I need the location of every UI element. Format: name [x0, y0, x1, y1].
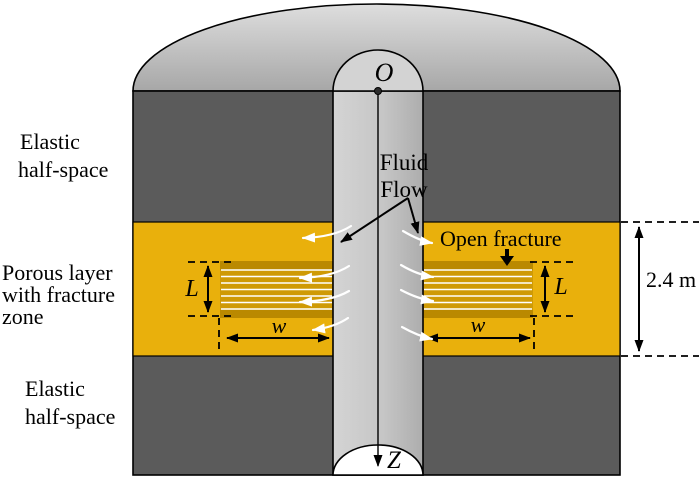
layer-thickness-label: 2.4 m — [646, 267, 696, 292]
fluid-flow-arrow-right — [407, 197, 420, 234]
origin-point — [374, 87, 382, 95]
flow-arrow-right-3 — [399, 288, 435, 305]
flow-arrow-left-2 — [298, 264, 351, 283]
fracture-width-label-left: w — [272, 313, 287, 338]
fluid-flow-label-line1: Fluid — [380, 150, 429, 175]
flow-arrow-right-2 — [399, 263, 435, 281]
open-fracture-arrow-head — [500, 256, 514, 266]
flow-arrow-right-1 — [401, 229, 434, 246]
open-fracture-label: Open fracture — [440, 226, 562, 251]
fracture-zone-left — [220, 261, 333, 318]
fracture-lines-right — [424, 269, 532, 310]
fracture-lines-left — [221, 269, 332, 310]
flow-arrows-right — [399, 229, 435, 342]
z-axis-label: Z — [387, 447, 402, 474]
flow-arrow-left-1 — [301, 224, 353, 243]
elastic-bottom-label-line1: Elastic — [25, 376, 85, 401]
open-fracture-pointer-arrow — [500, 249, 514, 266]
porous-layer-label-line1: Porous layer — [2, 260, 113, 285]
fracture-zone-right — [423, 261, 533, 318]
flow-arrow-left-4 — [311, 316, 350, 334]
origin-label: O — [375, 58, 394, 87]
flow-arrow-left-3 — [298, 289, 351, 307]
ground-surface-dome — [132, 3, 621, 92]
elastic-top-label-line2: half-space — [18, 157, 108, 182]
flow-arrows-left — [298, 224, 353, 334]
elastic-bottom-label-line2: half-space — [25, 404, 115, 429]
fracture-width-label-right: w — [471, 312, 486, 337]
fracture-length-label-left: L — [184, 276, 198, 302]
elastic-top-label-line1: Elastic — [20, 129, 80, 154]
porous-layer-label-line3: zone — [2, 304, 44, 329]
fluid-flow-label-line2: Flow — [380, 177, 428, 202]
porous-layer-label-line2: with fracture — [2, 282, 115, 307]
flow-arrow-right-4 — [400, 325, 434, 342]
fluid-flow-arrow-left — [340, 197, 409, 243]
borehole-top-cap — [332, 49, 424, 92]
fracture-length-label-right: L — [553, 274, 567, 300]
